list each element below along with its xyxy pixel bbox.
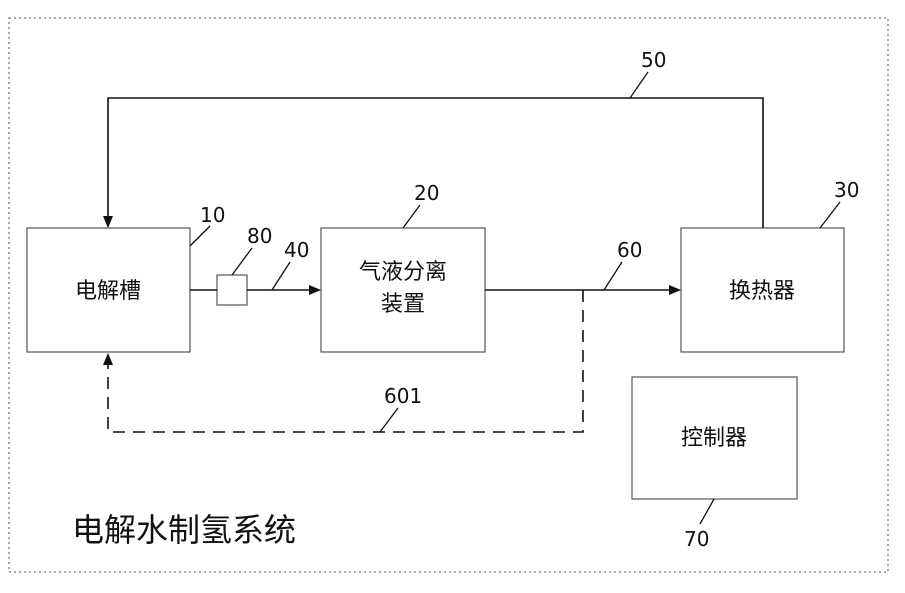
ref-40: 40 [284, 238, 309, 262]
controller-label: 控制器 [681, 426, 747, 451]
ref-80: 80 [247, 224, 272, 248]
system-title: 电解水制氢系统 [72, 511, 296, 549]
separator-label-line2: 装置 [381, 292, 425, 317]
leader-30 [820, 202, 840, 228]
leader-20 [403, 205, 420, 228]
ref-50: 50 [641, 48, 666, 72]
sensor-80-box [217, 275, 247, 305]
ref-20: 20 [414, 181, 439, 205]
leader-10 [190, 226, 210, 246]
ref-30: 30 [834, 178, 859, 202]
separator-box [321, 228, 485, 352]
electrolyzer-label: 电解槽 [75, 279, 141, 304]
ref-10: 10 [200, 203, 225, 227]
leader-80 [232, 248, 252, 275]
leader-70 [700, 499, 714, 524]
separator-label-line1: 气液分离 [359, 260, 447, 285]
leader-50 [630, 72, 648, 98]
heat-exchanger-label: 换热器 [729, 279, 795, 304]
leader-40 [272, 262, 290, 290]
leader-60 [604, 262, 622, 290]
ref-60: 60 [617, 238, 642, 262]
ref-601: 601 [384, 384, 422, 408]
ref-70: 70 [684, 527, 709, 551]
leader-601 [380, 408, 398, 432]
